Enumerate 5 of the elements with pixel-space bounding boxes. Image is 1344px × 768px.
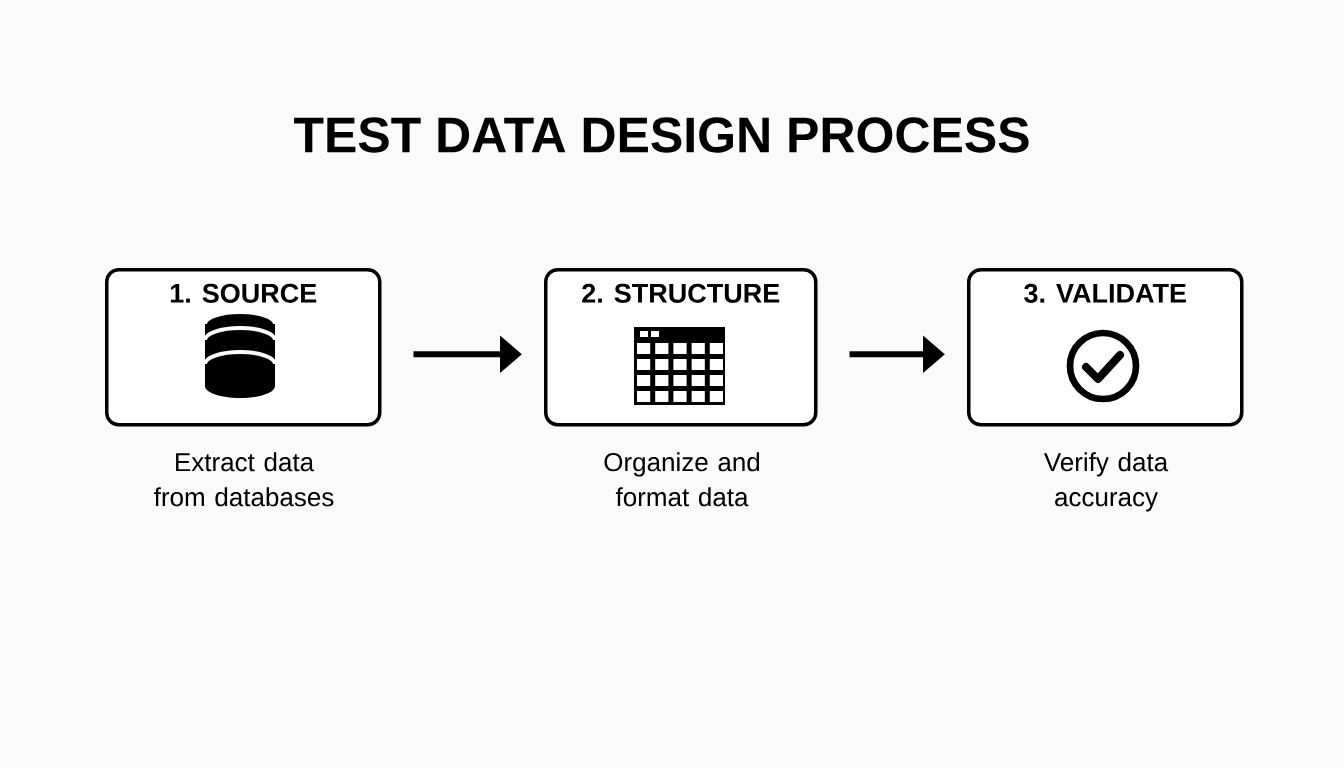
description: Verify data accuracy <box>1043 452 1169 512</box>
title: TEST DATA DESIGN PROCESS <box>294 117 1029 153</box>
process-box: 3. VALIDATE <box>967 268 1244 427</box>
description: Extract data from databases <box>154 452 334 507</box>
description: Organize and format data <box>604 452 760 507</box>
